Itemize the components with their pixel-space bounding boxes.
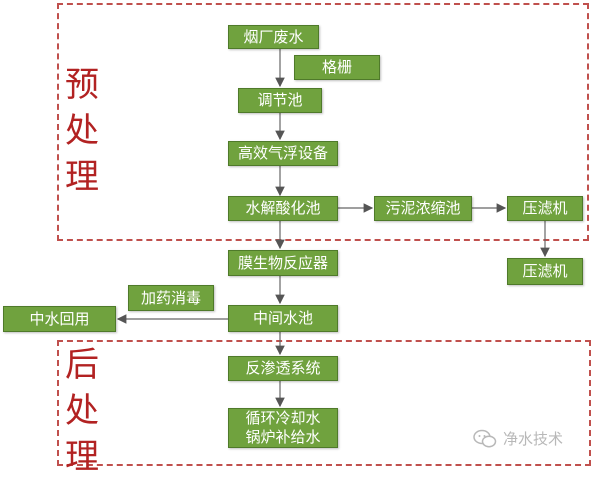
posttreatment-label: 后 处 理 (65, 345, 99, 477)
node-grille: 格栅 (294, 55, 380, 80)
node-ro-system: 反渗透系统 (228, 356, 338, 381)
posttreatment-region (57, 340, 591, 466)
node-middle-pool: 中间水池 (228, 305, 338, 332)
watermark: 净水技术 (473, 428, 563, 449)
node-dosing: 加药消毒 (128, 285, 214, 311)
wechat-icon (473, 429, 497, 447)
pretreatment-label: 预 处 理 (65, 65, 99, 197)
node-cooling-boiler-water: 循环冷却水 锅炉补给水 (228, 408, 338, 448)
node-regulating-pool: 调节池 (238, 88, 322, 113)
node-hydrolysis-pool: 水解酸化池 (228, 196, 338, 221)
node-reuse: 中水回用 (3, 306, 116, 332)
node-air-flotation: 高效气浮设备 (228, 141, 338, 166)
node-sludge-thickener: 污泥浓缩池 (374, 196, 472, 221)
node-filter-press-b: 压滤机 (507, 258, 583, 285)
node-mbr: 膜生物反应器 (228, 250, 338, 276)
cooling-water-label: 循环冷却水 (245, 409, 321, 427)
boiler-water-label: 锅炉补给水 (245, 428, 321, 446)
node-flue-wastewater: 烟厂废水 (228, 25, 319, 49)
pretreatment-region (57, 3, 589, 241)
node-filter-press-a: 压滤机 (507, 196, 583, 221)
watermark-text: 净水技术 (503, 430, 564, 448)
